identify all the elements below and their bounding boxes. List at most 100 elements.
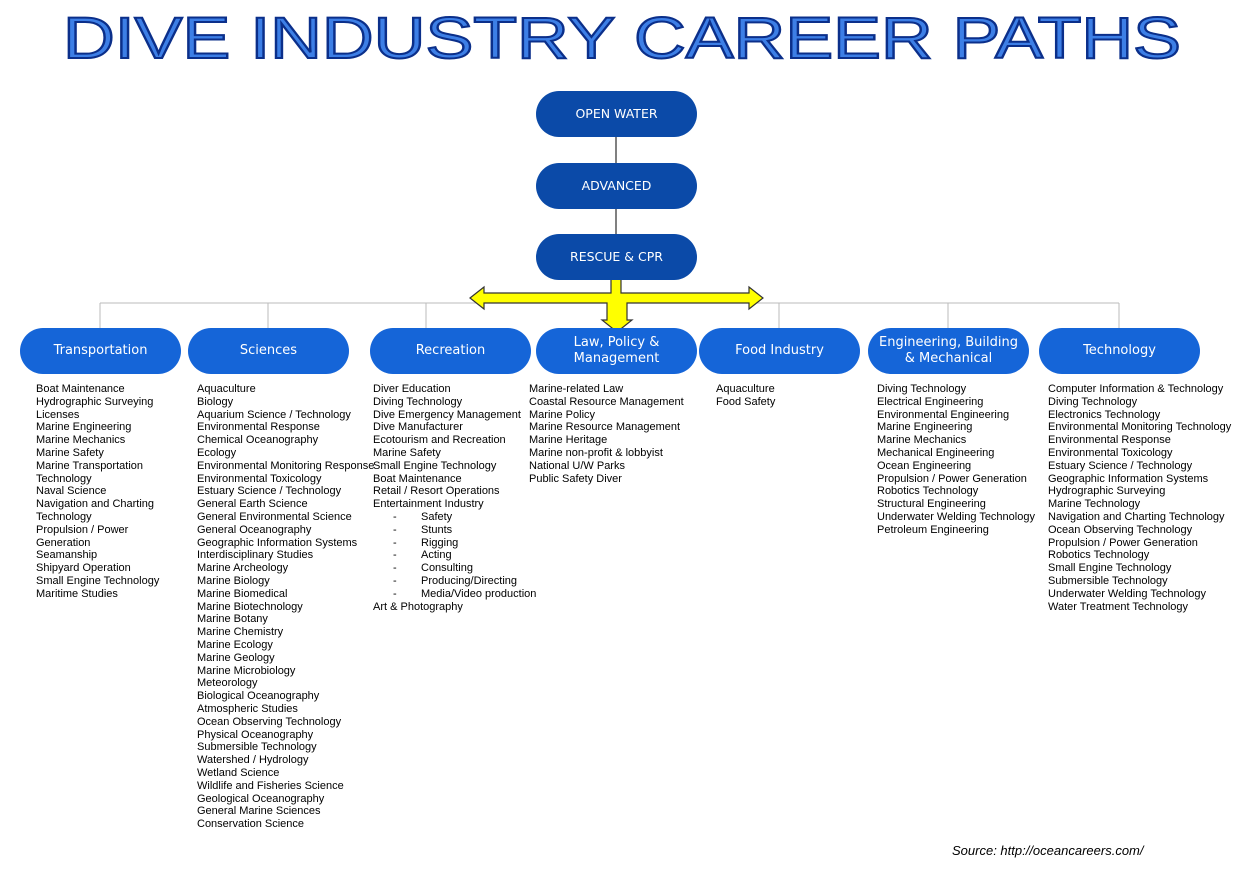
list-item: Environmental Monitoring Response [197,459,375,472]
list-subitem: -Consulting [373,562,536,575]
category-sciences: Sciences [188,328,349,374]
category-transportation: Transportation [20,328,181,374]
list-item: Environmental Response [1048,434,1171,447]
list-item: Ecology [197,446,237,459]
list-item: Naval Science [36,485,107,498]
list-item: National U/W Parks [529,459,625,472]
page-title: DIVE INDUSTRY CAREER PATHS [63,6,1181,71]
list-item: Marine Safety [36,446,104,459]
dash-marker: - [393,523,397,536]
list-item: Aquaculture [716,383,775,395]
list-item: Diving Technology [373,395,463,408]
list-item: Biological Oceanography [197,690,320,703]
list-item: Meteorology [197,677,258,690]
list-item: Retail / Resort Operations [373,485,500,498]
category-food-industry: Food Industry [699,328,860,374]
list-item: Watershed / Hydrology [197,754,309,767]
category-recreation: Recreation [370,328,531,374]
list-item: Diver Education [373,383,451,395]
list-item: Diving Technology [1048,395,1138,408]
list-item: Environmental Response [197,421,320,434]
list-subitem: -Rigging [373,537,536,550]
list-item: Marine Botany [197,613,268,626]
list-item: Underwater Welding Technology [1048,587,1206,600]
step-rescue-cpr: RESCUE & CPR [536,234,697,280]
list-item: Marine Biology [197,574,270,587]
list-item: Marine Ecology [197,638,273,651]
list-item: Public Safety Diver [529,472,622,485]
list-item: Technology [36,510,92,523]
list-item: Marine Engineering [36,421,132,434]
list-item: Shipyard Operation [36,562,131,575]
list-item: Navigation and Charting [36,498,155,511]
category-law-policy: Law, Policy & Management [536,328,697,374]
list-item: Conservation Science [197,818,305,831]
list-item: Geographic Information Systems [197,536,358,549]
list-item: Robotics Technology [1048,549,1150,562]
list-item: Submersible Technology [197,741,317,754]
dash-marker: - [393,562,397,575]
list-subitem: -Safety [373,511,536,524]
list-item: Submersible Technology [1048,574,1168,587]
list-item: Marine-related Law [529,383,624,395]
title-banner: DIVE INDUSTRY CAREER PATHS [62,5,1182,72]
list-item: Marine Heritage [529,434,608,447]
list-item: Aquarium Science / Technology [197,408,351,421]
list-item: Marine Archeology [197,562,289,575]
list-item: General Environmental Science [197,510,352,523]
list-item: Marine Resource Management [529,421,681,434]
list-item: Small Engine Technology [1048,562,1172,575]
list-item: Ocean Engineering [877,459,972,472]
category-technology: Technology [1039,328,1200,374]
dash-marker: - [393,574,397,587]
source-citation: Source: http://oceancareers.com/ [952,843,1144,858]
list-item: Licenses [36,408,80,421]
list-item: Mechanical Engineering [877,446,995,459]
list-item: Electronics Technology [1048,408,1161,421]
list-item: Diving Technology [877,383,967,395]
list-item: Aquaculture [197,383,256,395]
list-item: Dive Manufacturer [373,421,463,434]
list-item: Biology [197,395,234,408]
list-item: Boat Maintenance [373,472,462,485]
list-item: Entertainment Industry [373,498,484,511]
list-item: Marine Microbiology [197,664,296,677]
list-item: Environmental Monitoring Technology [1048,421,1232,434]
list-item: Ocean Observing Technology [1048,523,1193,536]
list-item: Wildlife and Fisheries Science [197,779,344,792]
list-item: Seamanship [36,549,98,562]
list-item: Hydrographic Surveying [36,395,154,408]
category-engineering: Engineering, Building & Mechanical [868,328,1029,374]
list-item: Navigation and Charting Technology [1048,510,1225,523]
list-item: Atmospheric Studies [197,702,298,715]
list-subitem: - Stunts [373,524,536,537]
list-item: Marine Chemistry [197,626,284,639]
step-open-water: OPEN WATER [536,91,697,137]
list-item: Marine Mechanics [36,434,126,447]
list-item: Water Treatment Technology [1048,600,1189,613]
list-item: Marine Geology [197,651,275,664]
list-subitem-label: Rigging [421,536,459,549]
list-item: Generation [36,536,91,549]
list-item: Marine Biomedical [197,587,288,600]
list-item: Chemical Oceanography [197,434,319,447]
list-item: Boat Maintenance [36,383,125,395]
list-subitem-label: Stunts [421,523,453,536]
list-item: Geological Oceanography [197,792,325,805]
list-subitem: -Acting [373,549,536,562]
list-item: Propulsion / Power Generation [877,472,1027,485]
list-item: Food Safety [716,395,776,408]
list-item: Environmental Toxicology [1048,446,1173,459]
list-item: Hydrographic Surveying [1048,485,1166,498]
list-item: Environmental Toxicology [197,472,322,485]
list-item: Marine Safety [373,446,441,459]
list-subitem-label: Media/Video production [421,587,537,600]
list-subitem-label: Acting [421,549,452,562]
list-item: Art & Photography [373,600,463,613]
